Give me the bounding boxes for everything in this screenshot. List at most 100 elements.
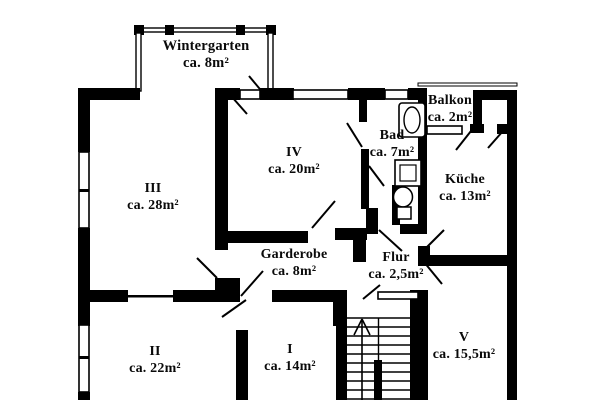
window-top-wintergarten xyxy=(239,89,261,100)
stair-newel xyxy=(374,360,382,400)
windows xyxy=(78,82,518,393)
door-wintergarten xyxy=(248,75,265,95)
walls xyxy=(78,88,517,400)
room-label-iii: III ca. 28m² xyxy=(127,180,179,214)
wintergarten-post xyxy=(236,25,245,35)
wall-bad-fixture xyxy=(392,185,400,225)
room-area: ca. 28m² xyxy=(127,198,179,213)
balkon-edge-line xyxy=(417,82,518,87)
room-label-iv: IV ca. 20m² xyxy=(268,144,320,178)
wall-ii-i xyxy=(236,330,248,400)
room-area: ca. 8m² xyxy=(271,264,317,279)
room-label-i: I ca. 14m² xyxy=(264,341,316,375)
door-flur-v xyxy=(423,261,443,285)
room-area: ca. 13m² xyxy=(439,189,491,204)
wall-i-stairs xyxy=(336,300,347,400)
wall-bad-kueche xyxy=(418,133,427,227)
wintergarten-top-glass xyxy=(136,27,275,33)
room-area: ca. 20m² xyxy=(268,162,320,177)
door-iii-garderobe xyxy=(196,257,218,279)
wall-jamb-kueche xyxy=(497,124,507,134)
window-divider xyxy=(79,189,89,192)
wall-mid-block xyxy=(215,278,240,302)
wintergarten-left-glass xyxy=(135,32,142,92)
bathtub-icon xyxy=(398,102,426,138)
wall-top-kueche xyxy=(473,90,517,100)
room-name: III xyxy=(144,181,162,196)
room-label-ii: II ca. 22m² xyxy=(129,343,181,377)
wall-flur-step xyxy=(353,232,366,262)
door-kueche-right xyxy=(487,130,504,149)
window-top-bad xyxy=(384,89,409,100)
room-area: ca. 7m² xyxy=(369,145,415,160)
wall-bad-corner xyxy=(366,208,378,234)
room-name: Küche xyxy=(445,172,485,187)
wall-balkon-kueche xyxy=(473,90,482,124)
wall-iv-bottom xyxy=(228,231,308,243)
room-label-wintergarten: Wintergarten ca. 8m² xyxy=(163,38,250,72)
wall-mid-1 xyxy=(78,290,128,302)
wall-top-block-b xyxy=(260,88,294,100)
room-name: II xyxy=(149,344,161,359)
room-name: Wintergarten xyxy=(162,38,250,54)
wall-bad-left xyxy=(361,149,369,209)
wintergarten-post xyxy=(266,25,276,35)
doors xyxy=(196,75,504,318)
room-name: Garderobe xyxy=(260,247,328,262)
room-name: IV xyxy=(286,145,302,160)
wall-jamb-balkon-door xyxy=(470,124,484,133)
door-ii-garderobe xyxy=(221,299,247,318)
room-name: I xyxy=(287,342,293,357)
window-balkon-sill xyxy=(426,125,463,135)
room-name: Flur xyxy=(382,250,410,265)
room-label-garderobe: Garderobe ca. 8m² xyxy=(261,246,328,280)
room-name: Bad xyxy=(379,128,405,143)
toilet-icon xyxy=(392,186,414,220)
wall-bad-bottom xyxy=(400,224,427,234)
staircase xyxy=(347,317,410,400)
sink-icon xyxy=(394,159,422,187)
stairs-up-arrow xyxy=(353,318,371,400)
room-area: ca. 8m² xyxy=(182,55,230,71)
door-bad-inner xyxy=(368,165,385,187)
door-flur-stairs xyxy=(362,284,381,300)
wall-left-mid xyxy=(78,228,90,326)
wall-iii-iv xyxy=(215,88,228,250)
room-name: Balkon xyxy=(427,93,472,108)
door-bad-flur xyxy=(378,229,403,252)
door-kueche-balkon xyxy=(455,130,472,151)
room-label-kueche: Küche ca. 13m² xyxy=(439,171,491,205)
door-iv-garderobe xyxy=(311,200,336,229)
room-label-flur: Flur ca. 2,5m² xyxy=(368,249,423,283)
wall-top-block-c xyxy=(348,88,385,100)
wall-stub-bad xyxy=(359,100,367,122)
wall-jamb-flur xyxy=(418,246,430,256)
room-area: ca. 22m² xyxy=(129,361,181,376)
door-flur-kueche xyxy=(423,229,445,251)
wall-left-top xyxy=(78,88,90,152)
room-area: ca. 15,5m² xyxy=(432,347,496,362)
room-label-balkon: Balkon ca. 2m² xyxy=(428,92,472,126)
wintergarten-post xyxy=(165,25,174,35)
window-divider xyxy=(79,356,89,359)
wall-kueche-bottom xyxy=(418,255,510,266)
room-label-v: V ca. 15,5m² xyxy=(433,329,496,363)
door-garderobe-inner xyxy=(240,270,264,297)
room-label-bad: Bad ca. 7m² xyxy=(370,127,414,161)
room-area: ca. 2m² xyxy=(427,110,473,125)
wintergarten-right-glass xyxy=(267,32,274,90)
door-iv-wintergarten xyxy=(231,96,248,115)
door-bad-upper xyxy=(346,122,363,148)
wall-v-left xyxy=(410,290,428,400)
room-name: V xyxy=(458,330,470,345)
wall-mid-2 xyxy=(173,290,217,302)
wintergarten-post xyxy=(134,25,144,35)
window-stairs-top xyxy=(377,291,419,300)
bath-fixtures xyxy=(392,102,426,220)
wall-top-iii xyxy=(78,88,140,100)
wall-right-outer xyxy=(507,90,517,400)
window-top-iv xyxy=(292,89,349,100)
opening-iii-ii-line xyxy=(128,295,173,298)
